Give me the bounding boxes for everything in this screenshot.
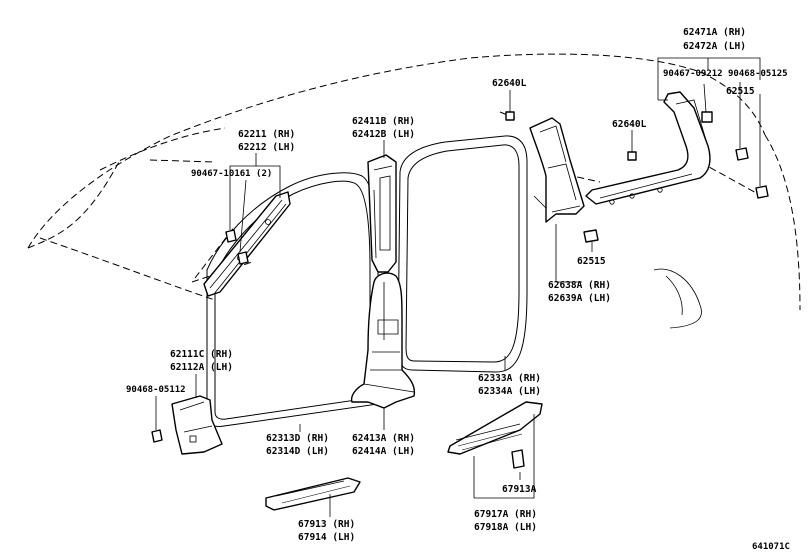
label-67913a: 67913A	[502, 484, 537, 495]
center-pillar-lower-garnish	[350, 272, 416, 409]
clip-62515-mid	[583, 229, 599, 243]
label-62412b: 62412B (LH)	[352, 129, 415, 140]
label-90468-05112: 90468-05112	[126, 385, 186, 395]
clip-90467-10161-a	[225, 229, 237, 243]
clip-90468-05112	[151, 429, 163, 443]
front-pillar-garnish	[203, 191, 291, 297]
label-62639a: 62639A (LH)	[548, 293, 611, 304]
clip-62515-top	[735, 147, 749, 161]
label-62638a: 62638A (RH)	[548, 280, 611, 291]
label-62211: 62211 (RH)	[238, 129, 295, 140]
label-67913: 67913 (RH)	[298, 519, 355, 530]
label-62411b: 62411B (RH)	[352, 116, 415, 127]
part-labels: 62471A (RH) 62472A (LH) 90467-09212 9046…	[126, 27, 790, 552]
clips	[151, 111, 769, 469]
label-62314d: 62314D (LH)	[266, 446, 329, 457]
clip-90468-05125	[755, 185, 769, 199]
front-scuff-plate	[265, 477, 361, 511]
label-67918a: 67918A (LH)	[474, 522, 537, 533]
label-62515-top: 62515	[726, 86, 755, 97]
label-90468-05125: 90468-05125	[728, 69, 788, 79]
label-62472a: 62472A (LH)	[683, 41, 746, 52]
label-62333a: 62333A (RH)	[478, 373, 541, 384]
rear-door-weatherstrip	[397, 135, 528, 373]
label-90467-10161: 90467-10161 (2)	[191, 169, 272, 179]
clip-62640l-a	[505, 111, 515, 121]
front-door-weatherstrip	[206, 172, 379, 427]
cowl-side-trim	[171, 395, 223, 455]
label-90467-09212: 90467-09212	[663, 69, 723, 79]
body-outline	[27, 53, 801, 329]
label-62413a: 62413A (RH)	[352, 433, 415, 444]
roof-side-garnish	[585, 91, 711, 205]
label-62334a: 62334A (LH)	[478, 386, 541, 397]
rear-scuff-plate	[447, 401, 543, 455]
label-62640l-b: 62640L	[612, 119, 647, 130]
center-pillar-upper-garnish	[367, 154, 397, 273]
label-62112a: 62112A (LH)	[170, 362, 233, 373]
label-62111c: 62111C (RH)	[170, 349, 233, 360]
label-67914: 67914 (LH)	[298, 532, 355, 543]
label-62414a: 62414A (LH)	[352, 446, 415, 457]
clip-90467-10161-b	[237, 251, 249, 265]
leader-lines	[155, 57, 761, 517]
label-62515-mid: 62515	[577, 256, 606, 267]
label-62471a: 62471A (RH)	[683, 27, 746, 38]
clip-62640l-b	[627, 151, 637, 161]
clip-67913a	[511, 449, 525, 469]
label-67917a: 67917A (RH)	[474, 509, 537, 520]
rear-pillar-garnish	[529, 117, 585, 223]
clip-90467-09212	[701, 111, 713, 123]
label-62313d: 62313D (RH)	[266, 433, 329, 444]
label-62212: 62212 (LH)	[238, 142, 295, 153]
label-62640l-a: 62640L	[492, 78, 527, 89]
diagram-code: 641071C	[752, 542, 790, 552]
